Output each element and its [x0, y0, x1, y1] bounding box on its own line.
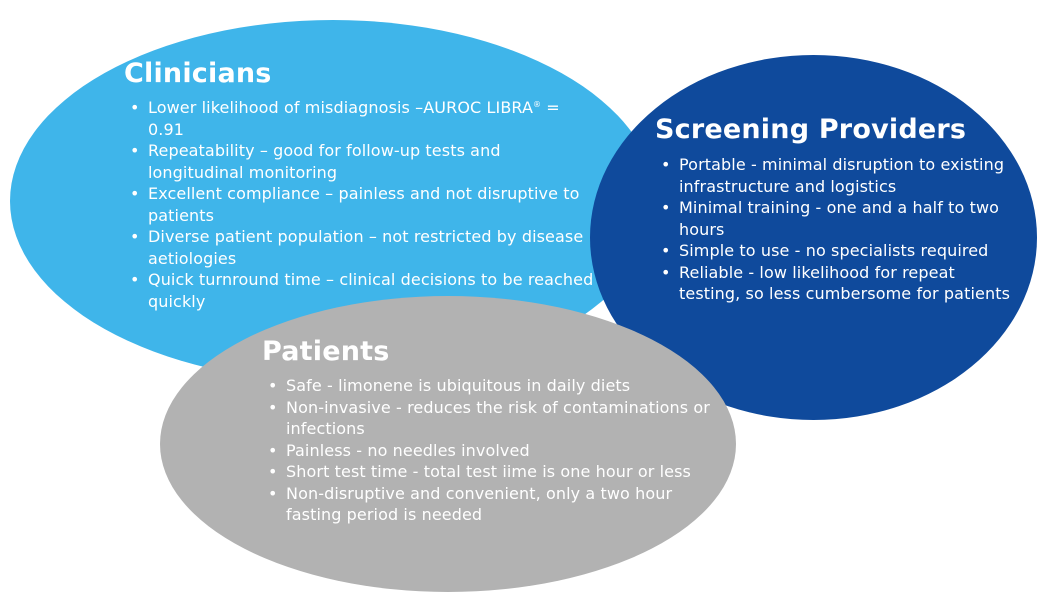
list-item: Non-invasive - reduces the risk of conta…: [262, 397, 722, 440]
list-item: Repeatability – good for follow-up tests…: [124, 140, 594, 183]
list-item: Minimal training - one and a half to two…: [655, 197, 1015, 240]
registered-mark: ®: [533, 100, 542, 109]
list-item: Diverse patient population – not restric…: [124, 226, 594, 269]
clinicians-title: Clinicians: [124, 58, 272, 89]
screening-providers-list: Portable - minimal disruption to existin…: [655, 154, 1015, 305]
list-item: Excellent compliance – painless and not …: [124, 183, 594, 226]
list-item: Reliable - low likelihood for repeat tes…: [655, 262, 1015, 305]
list-item: Lower likelihood of misdiagnosis –AUROC …: [124, 97, 594, 140]
list-item-text: Lower likelihood of misdiagnosis –AUROC …: [148, 98, 534, 117]
list-item: Portable - minimal disruption to existin…: [655, 154, 1015, 197]
screening-providers-title: Screening Providers: [655, 114, 967, 145]
patients-list: Safe - limonene is ubiquitous in daily d…: [262, 375, 722, 526]
list-item: Painless - no needles involved: [262, 440, 722, 462]
patients-panel: Patients Safe - limonene is ubiquitous i…: [262, 336, 722, 526]
auroc-value: = 0.91: [148, 98, 560, 139]
list-item: Simple to use - no specialists required: [655, 240, 1015, 262]
list-item: Quick turnround time – clinical decision…: [124, 269, 594, 312]
list-item: Short test time - total test iime is one…: [262, 461, 722, 483]
patients-title: Patients: [262, 336, 390, 367]
screening-providers-panel: Screening Providers Portable - minimal d…: [655, 114, 1015, 305]
list-item: Safe - limonene is ubiquitous in daily d…: [262, 375, 722, 397]
clinicians-panel: Clinicians Lower likelihood of misdiagno…: [124, 58, 594, 312]
clinicians-list: Lower likelihood of misdiagnosis –AUROC …: [124, 97, 594, 312]
list-item: Non-disruptive and convenient, only a tw…: [262, 483, 722, 526]
